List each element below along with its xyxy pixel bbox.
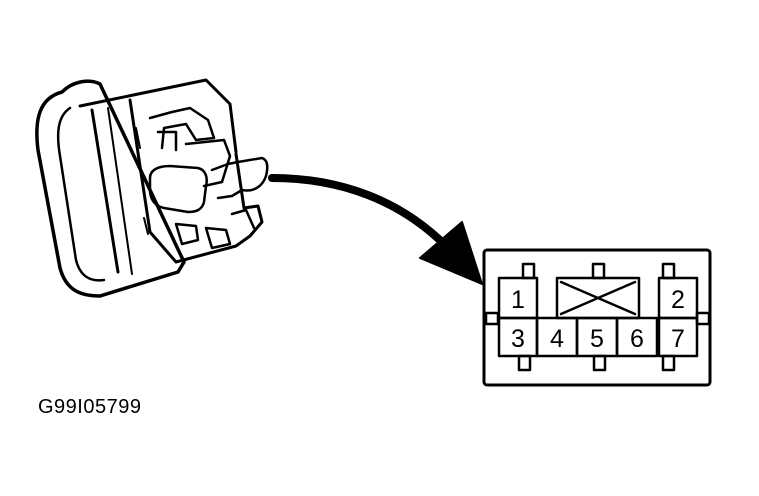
pin-cavity-7 [657,316,699,358]
arrow-head [419,221,483,285]
figure-id-label: G99I05799 [38,396,142,418]
switch-rear-outline [128,98,264,264]
pin-label-6: 6 [630,325,644,353]
switch-housing-face-line [107,107,133,275]
pin-cavity-6 [615,316,659,358]
switch-bezel [35,79,186,298]
switch-clip [230,208,256,230]
switch-housing-top [78,78,238,154]
switch-terminal-block [148,164,208,214]
pin-label-7: 7 [671,325,685,353]
pin-label-1: 1 [511,286,525,314]
switch-detail-marks [135,127,149,235]
top-key-right [661,262,676,280]
connector-face: 1 2 3 4 5 6 7 [482,248,712,387]
switch-latch-top [148,106,216,150]
pointer-arrow [268,174,483,285]
pin-label-4: 4 [550,325,564,353]
bottom-key-left [517,354,532,372]
switch-pin-stub-a [174,222,200,246]
pin-label-2: 2 [671,286,685,314]
side-key-right [695,311,711,326]
switch-housing-face-edge [90,108,120,274]
arrow-shaft [268,174,450,250]
pin-label-3: 3 [511,325,525,353]
top-key-left [521,262,536,280]
pin-label-5: 5 [590,325,604,353]
switch-component-illustration [35,78,269,298]
top-key-center [591,262,606,280]
switch-latch-inner [156,130,178,152]
switch-side-tab [210,156,269,200]
switch-bezel-inner [56,106,106,282]
side-key-left [484,311,500,326]
blank-cavity-cross [559,280,637,316]
bottom-key-center [592,354,607,372]
switch-terminal-frame [184,138,232,188]
bottom-key-right [661,354,676,372]
switch-pin-stub-b [204,226,232,250]
